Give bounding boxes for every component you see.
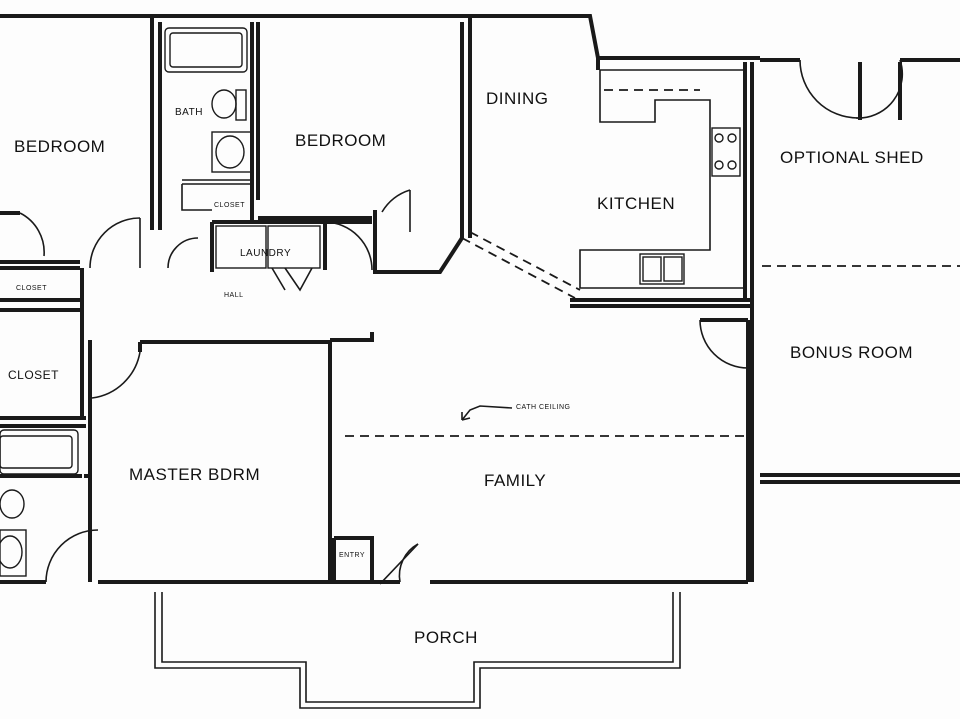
dining-label: DINING bbox=[486, 89, 549, 108]
porch-label: PORCH bbox=[414, 628, 478, 647]
room-labels: BEDROOM BATH BEDROOM CLOSET LAUNDRY HALL… bbox=[8, 89, 924, 647]
bedroom-left-label: BEDROOM bbox=[14, 137, 105, 156]
door-swings bbox=[19, 59, 904, 585]
bath-label: BATH bbox=[175, 107, 203, 118]
kitchen-label: KITCHEN bbox=[597, 194, 675, 213]
porch bbox=[154, 592, 681, 709]
bonus-room-label: BONUS ROOM bbox=[790, 343, 913, 362]
bath-closet-label: CLOSET bbox=[214, 202, 245, 209]
dashed-lines bbox=[345, 89, 960, 437]
cath-ceiling-label: CATH CEILING bbox=[516, 404, 571, 411]
hall-label: HALL bbox=[224, 292, 244, 299]
closet-upper-label: CLOSET bbox=[16, 285, 47, 292]
entry-label: ENTRY bbox=[339, 552, 365, 559]
bedroom-center-label: BEDROOM bbox=[295, 131, 386, 150]
laundry-label: LAUNDRY bbox=[240, 248, 291, 259]
walls bbox=[0, 14, 960, 584]
family-label: FAMILY bbox=[484, 471, 546, 490]
fixtures bbox=[0, 27, 745, 577]
closet-lower-label: CLOSET bbox=[8, 368, 59, 382]
optional-shed-label: OPTIONAL SHED bbox=[780, 148, 924, 167]
master-bedroom-label: MASTER BDRM bbox=[129, 465, 260, 484]
